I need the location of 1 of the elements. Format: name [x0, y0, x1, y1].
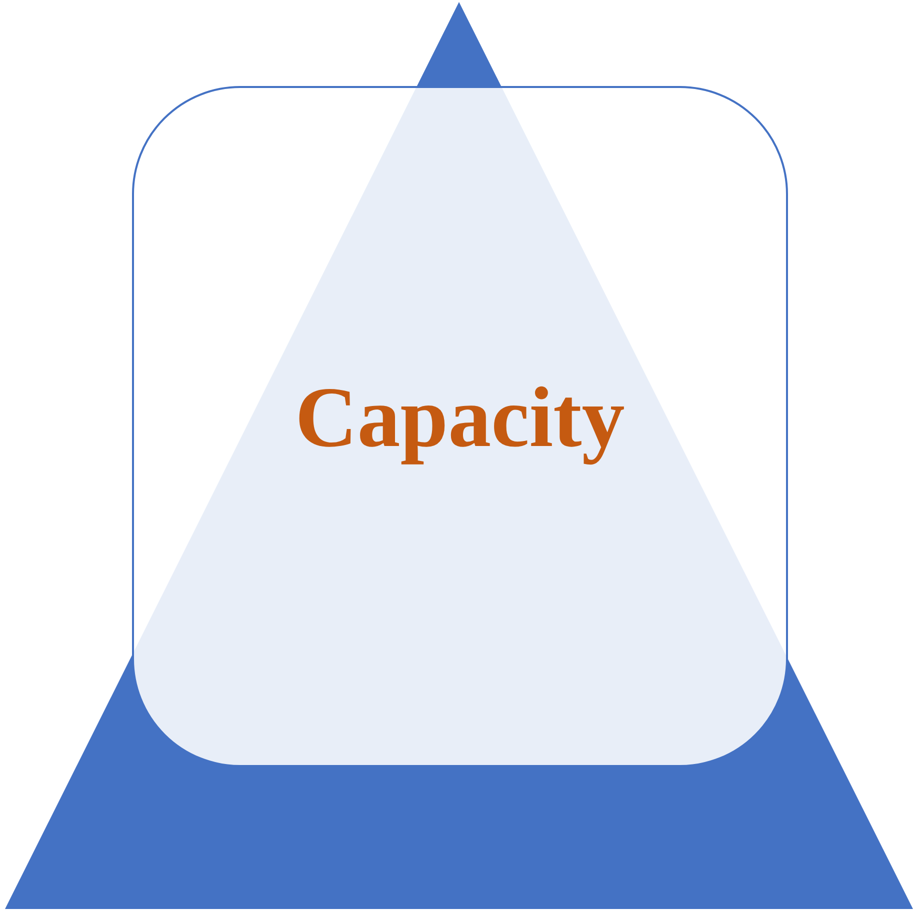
- box-label: Capacity: [295, 368, 625, 466]
